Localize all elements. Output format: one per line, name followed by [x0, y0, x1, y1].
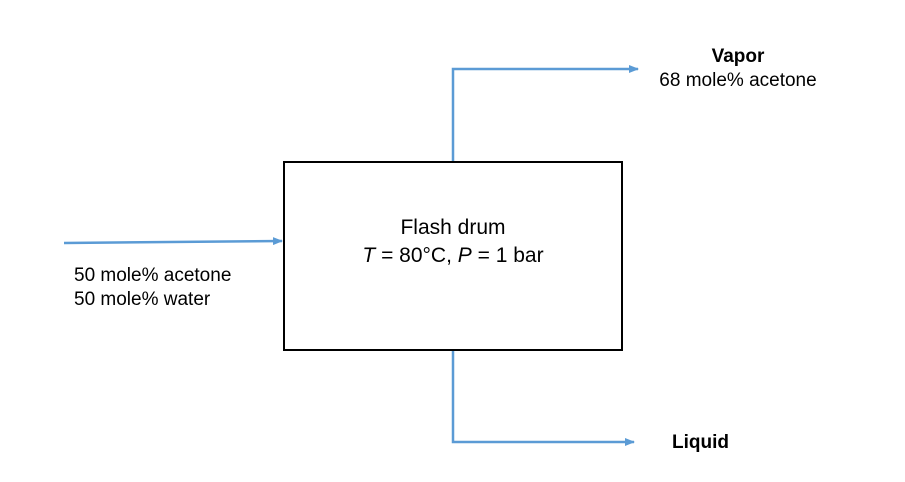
temperature-value: = 80°C,	[375, 244, 458, 267]
feed-label: 50 mole% acetone 50 mole% water	[74, 264, 231, 312]
flash-drum-conditions: T = 80°C, P = 1 bar	[284, 242, 622, 270]
temperature-symbol: T	[362, 244, 376, 267]
feed-water-fraction: 50 mole% water	[74, 289, 211, 310]
feed-acetone-fraction: 50 mole% acetone	[74, 265, 232, 286]
pressure-value: = 1 bar	[471, 244, 544, 267]
vapor-stream-arrow	[451, 65, 639, 162]
liquid-stream-arrow	[451, 350, 635, 446]
feed-stream-arrow	[63, 237, 283, 246]
vapor-label: Vapor 68 mole% acetone	[643, 45, 833, 93]
flash-drum-box	[283, 161, 623, 351]
flash-drum-title: Flash drum	[400, 216, 506, 239]
flash-drum-label: Flash drum T = 80°C, P = 1 bar	[284, 214, 622, 270]
liquid-title: Liquid	[672, 432, 729, 453]
vapor-title: Vapor	[711, 46, 765, 67]
vapor-composition: 68 mole% acetone	[659, 70, 817, 91]
pressure-symbol: P	[457, 244, 472, 267]
